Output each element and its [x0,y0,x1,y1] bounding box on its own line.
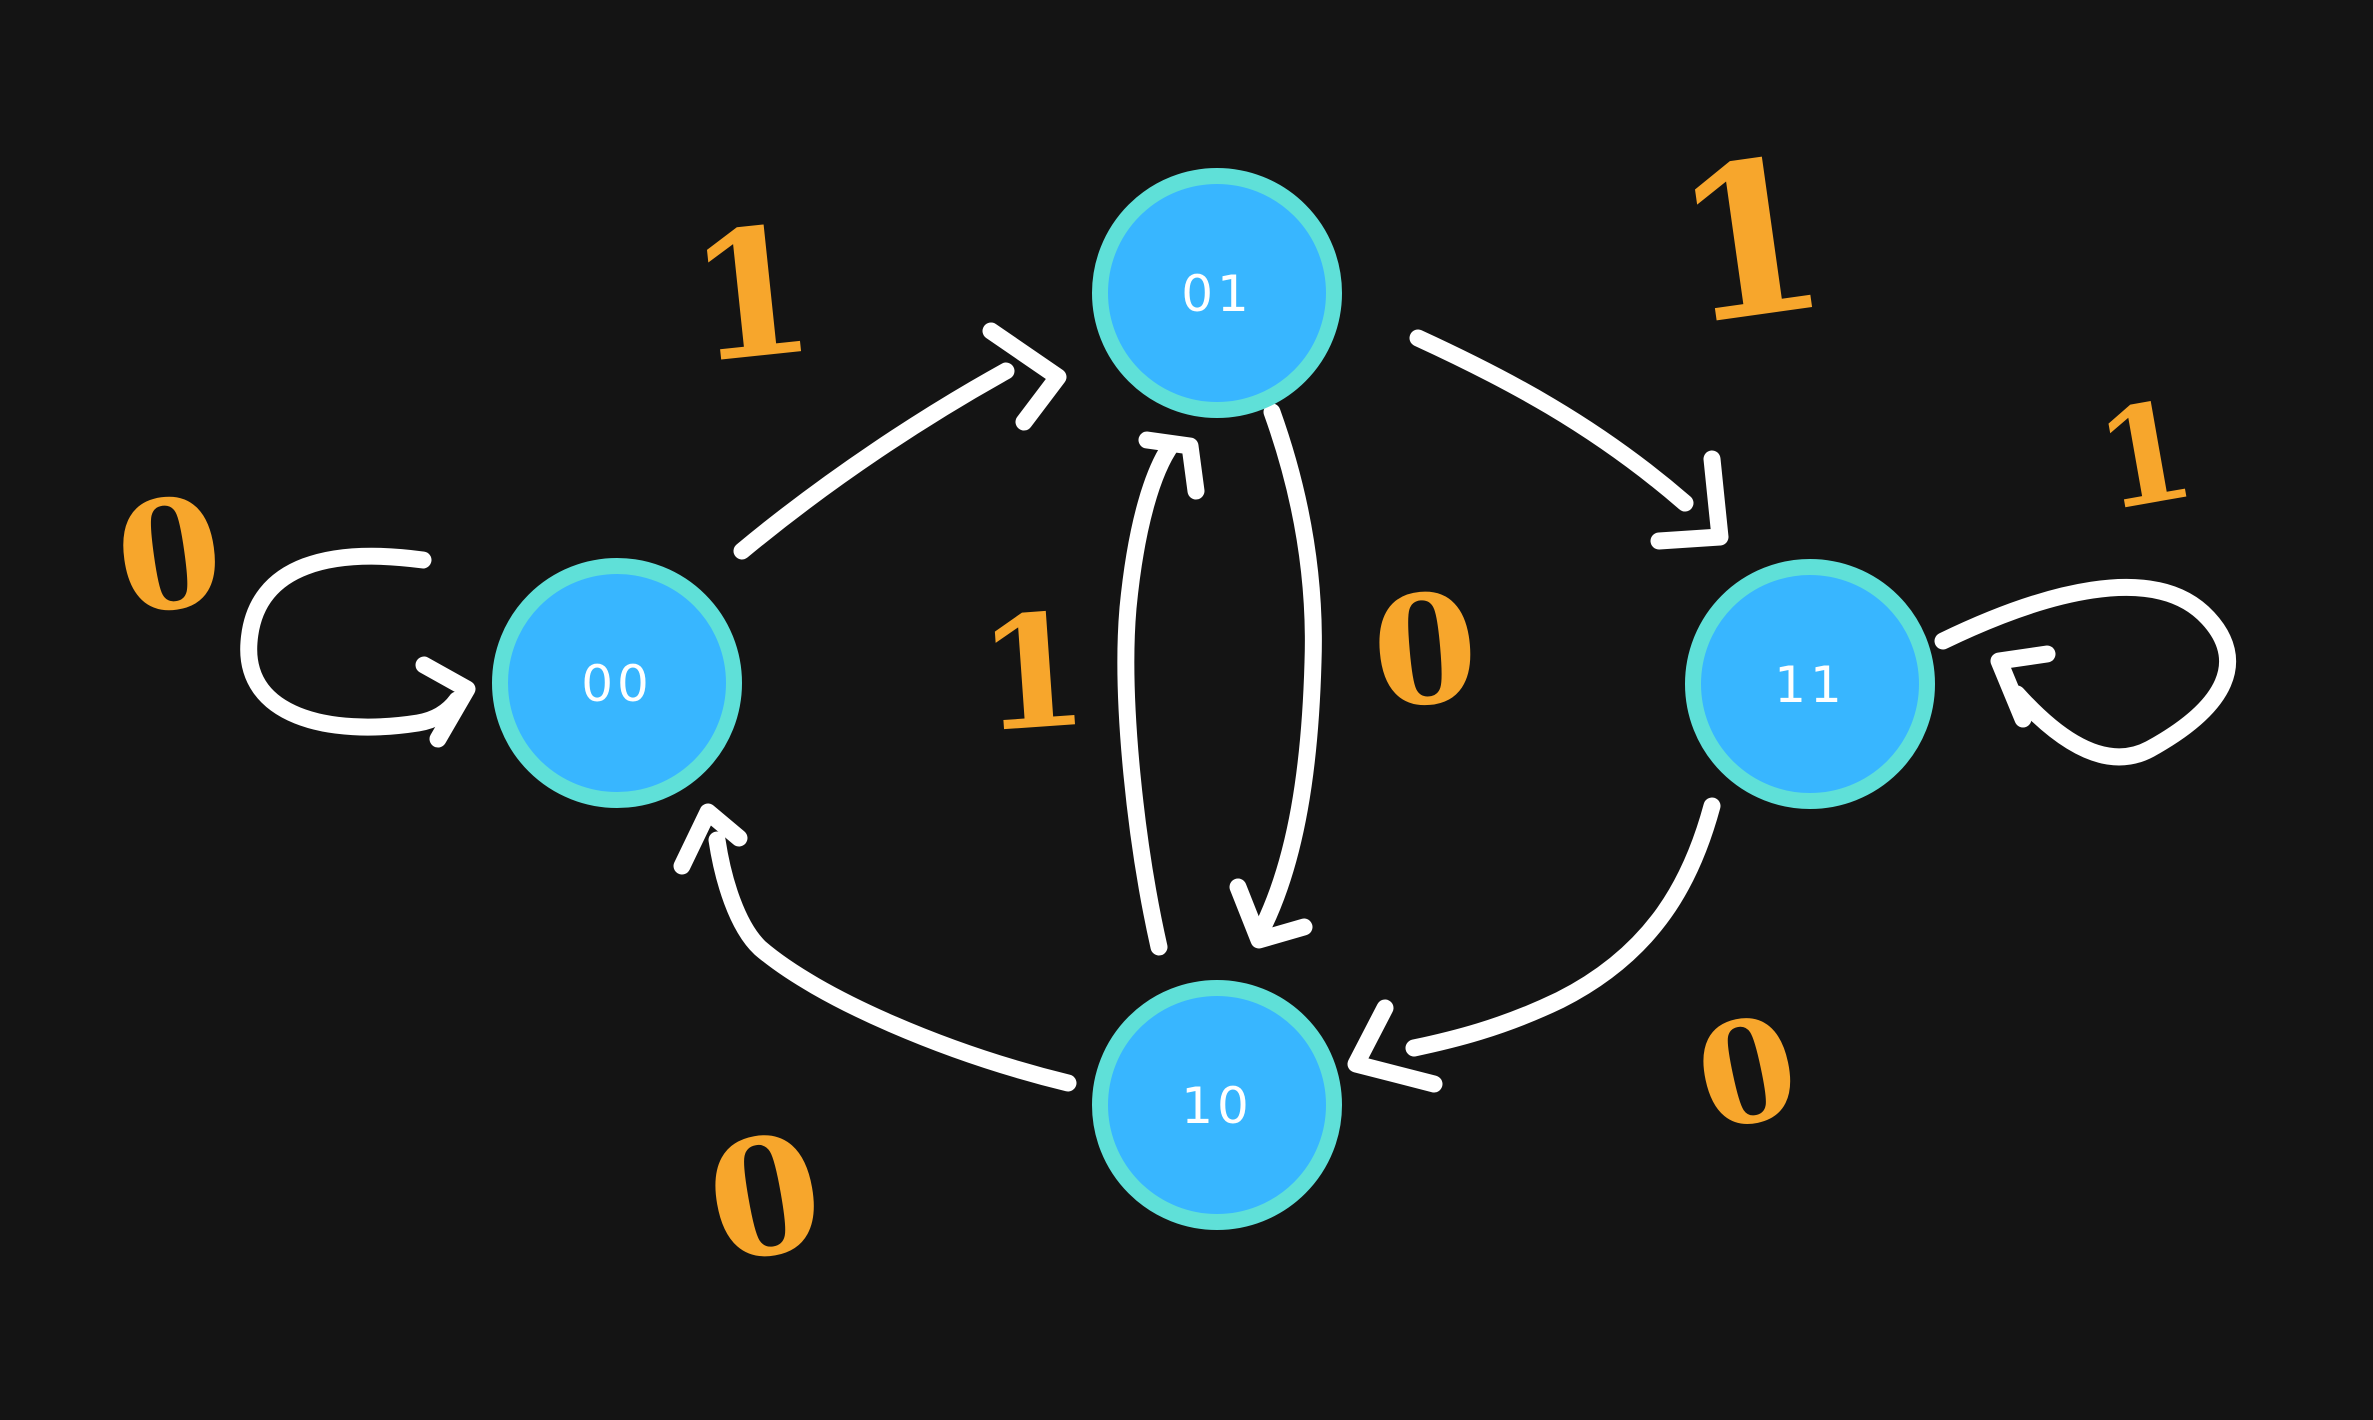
state-label-11: 11 [1774,656,1846,714]
transition-label-01-10: 0 [1365,559,1484,743]
transition-edge-01-10 [1255,403,1322,934]
arrowhead-00-00 [415,656,476,748]
transition-label-00-00: 0 [106,462,234,651]
transition-edge-10-00 [708,831,1077,1092]
state-circle-01 [1092,168,1342,418]
state-label-00: 00 [581,655,653,713]
transition-label-01-11: 1 [1661,109,1840,374]
state-label-10: 10 [1181,1077,1253,1135]
state-label-01: 01 [1181,265,1253,323]
arrowhead-01-10 [1229,878,1313,949]
state-circle-10 [1092,980,1342,1230]
state-10[interactable]: 10 [1092,980,1342,1230]
arrowhead-00-01 [982,322,1067,431]
state-00[interactable]: 00 [492,558,742,808]
state-circle-00 [492,558,742,808]
transition-label-10-00: 0 [694,1096,836,1300]
arrowhead-10-01 [1138,431,1205,500]
transition-00-01[interactable]: 1 [680,187,1067,560]
transition-00-00[interactable]: 0 [106,462,476,748]
transition-edge-10-01 [1117,435,1181,956]
arrowhead-11-10 [1347,999,1443,1093]
transition-label-00-01: 1 [680,187,823,404]
arrowhead-10-00 [673,803,748,875]
transition-edge-11-11 [1934,578,2237,766]
arrowhead-01-11 [1650,450,1729,550]
transition-edge-00-00 [240,547,466,736]
transition-label-11-11: 1 [2085,369,2205,542]
transition-01-10[interactable]: 0 [1229,403,1485,949]
arrowhead-11-11 [1990,645,2056,728]
transition-10-01[interactable]: 1 [973,431,1205,956]
transition-edge-01-11 [1409,329,1694,512]
transition-10-00[interactable]: 0 [673,803,1077,1300]
transition-edge-00-01 [733,362,1015,560]
state-01[interactable]: 01 [1092,168,1342,418]
transition-11-11[interactable]: 1 [1934,369,2237,766]
transition-01-11[interactable]: 1 [1409,109,1840,550]
state-circle-11 [1685,559,1935,809]
transition-edge-11-10 [1405,797,1721,1057]
transition-label-11-10: 0 [1683,984,1812,1165]
transition-label-10-01: 1 [973,577,1093,767]
state-11[interactable]: 11 [1685,559,1935,809]
transition-11-10[interactable]: 0 [1347,797,1812,1165]
